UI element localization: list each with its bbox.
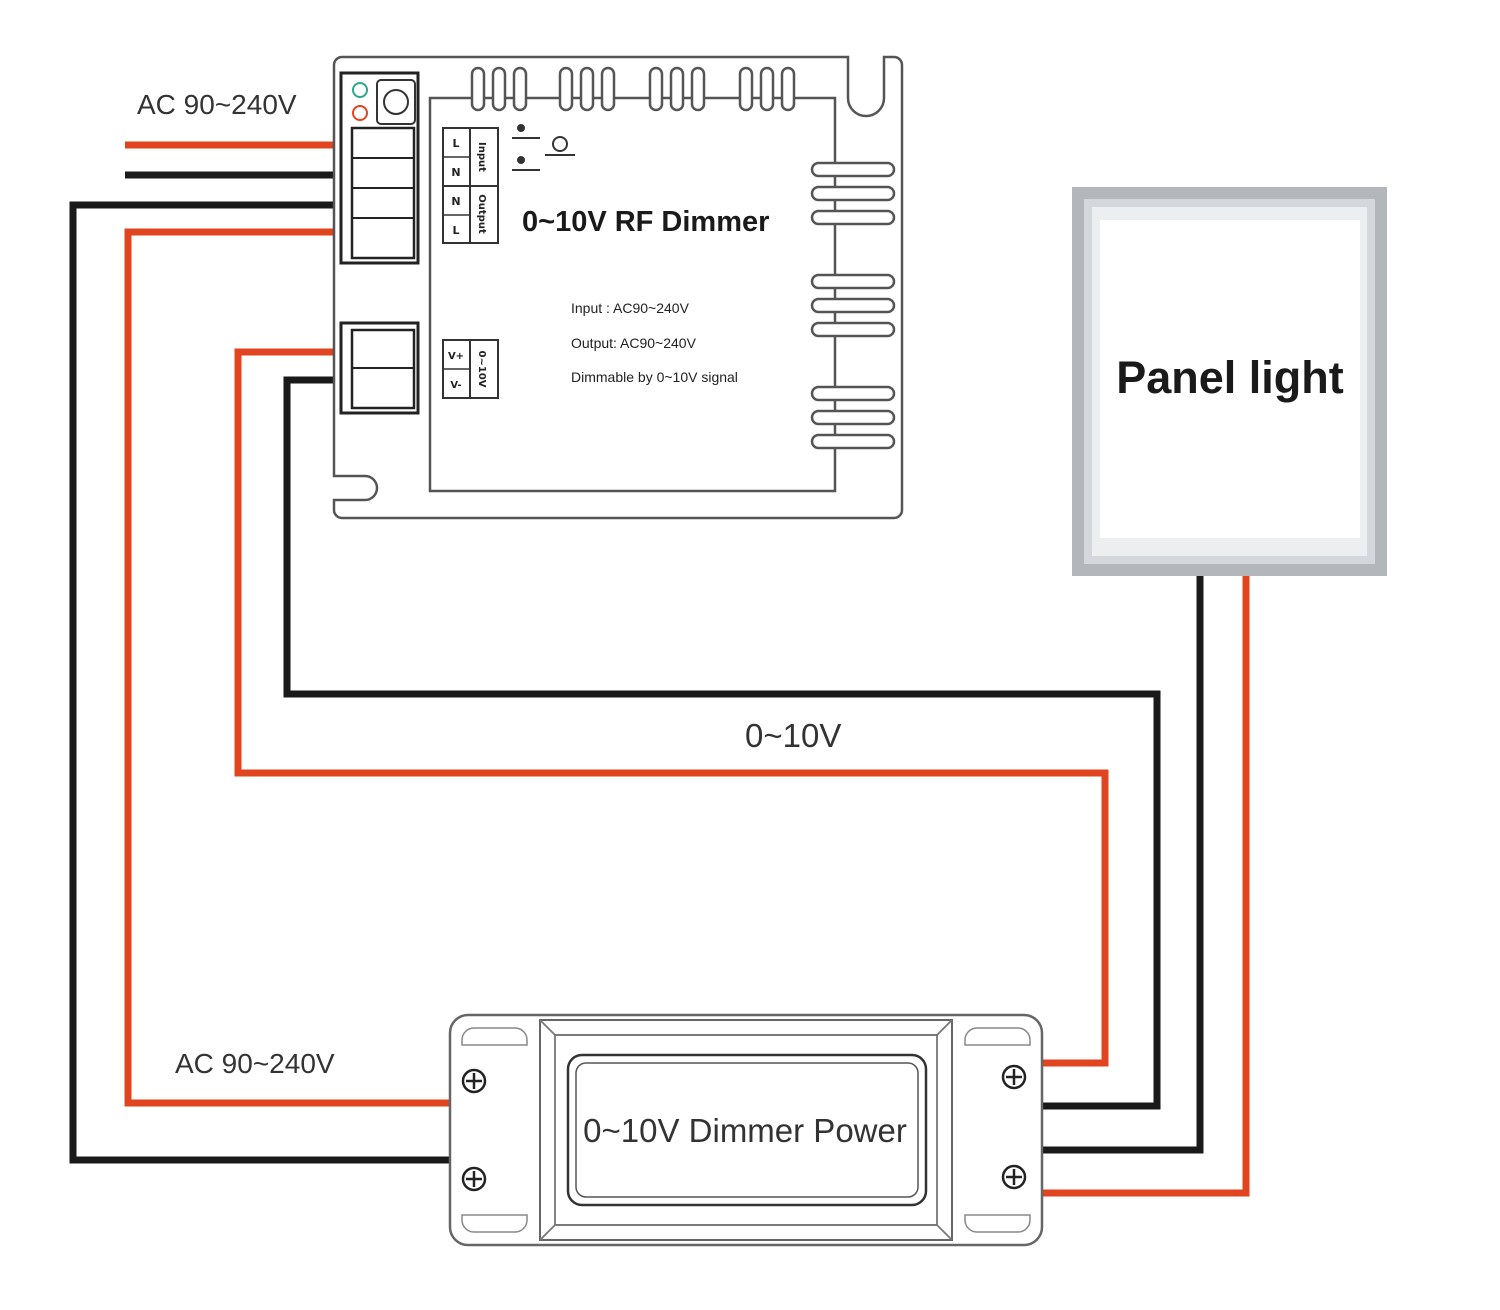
terminal-legend: L N N L Input Output (442, 127, 499, 244)
wire-panel-live (1040, 576, 1250, 1197)
terminal-label-4: L (452, 224, 459, 237)
ac-input-label-bottom: AC 90~240V (175, 1048, 335, 1079)
signal-terminal-block (339, 321, 420, 415)
rf-dimmer-side-vents (810, 161, 896, 450)
rf-dimmer-top-vents (470, 66, 796, 112)
terminal-label-1: L (452, 137, 459, 150)
signal-terminal-vplus: V+ (448, 351, 464, 362)
rf-dimmer-title: 0~10V RF Dimmer (522, 206, 769, 238)
rf-dimmer-spec-output: Output: AC90~240V (571, 335, 697, 351)
terminal-group-output: Output (476, 194, 487, 234)
wires (69, 141, 1250, 1197)
rf-dimmer-inner-board (428, 96, 837, 493)
screw-icon (461, 1068, 487, 1094)
rf-dimmer-spec-input: Input : AC90~240V (571, 300, 690, 316)
screw-icon (1001, 1064, 1027, 1090)
ac-input-label-top: AC 90~240V (137, 89, 297, 120)
screw-icon (461, 1166, 487, 1192)
screw-icon (1001, 1164, 1027, 1190)
wire-signal-vminus (283, 376, 1161, 1110)
switch-symbol-icon (512, 124, 575, 171)
dimmer-power-supply: 0~10V Dimmer Power (448, 1013, 1044, 1247)
terminal-label-2: N (451, 166, 460, 179)
signal-wire-label: 0~10V (745, 717, 841, 754)
learn-button[interactable] (376, 79, 416, 125)
led-green-icon (352, 82, 368, 98)
power-supply-label-area (566, 1053, 928, 1207)
wire-panel-neutral (1040, 576, 1204, 1154)
signal-legend: V+ V- 0~10V (442, 339, 499, 399)
rf-dimmer-spec-dimmable: Dimmable by 0~10V signal (571, 369, 738, 385)
panel-light-face (1100, 220, 1360, 538)
power-supply-title: 0~10V Dimmer Power (583, 1112, 907, 1149)
wire-rf-out-neutral (69, 201, 452, 1164)
panel-light-title: Panel light (1116, 352, 1344, 403)
signal-group-label: 0~10V (476, 351, 487, 388)
terminal-label-3: N (451, 195, 460, 208)
panel-light: Panel light (1072, 187, 1387, 576)
wire-signal-vplus (234, 348, 1109, 1067)
led-orange-icon (352, 105, 368, 121)
signal-terminal-vminus: V- (450, 380, 461, 391)
ac-terminal-block (339, 71, 420, 265)
rf-dimmer: L N N L Input Output V+ V- 0~10V 0~10V R… (332, 55, 904, 520)
wire-rf-out-live (124, 228, 452, 1107)
terminal-group-input: Input (476, 142, 487, 172)
